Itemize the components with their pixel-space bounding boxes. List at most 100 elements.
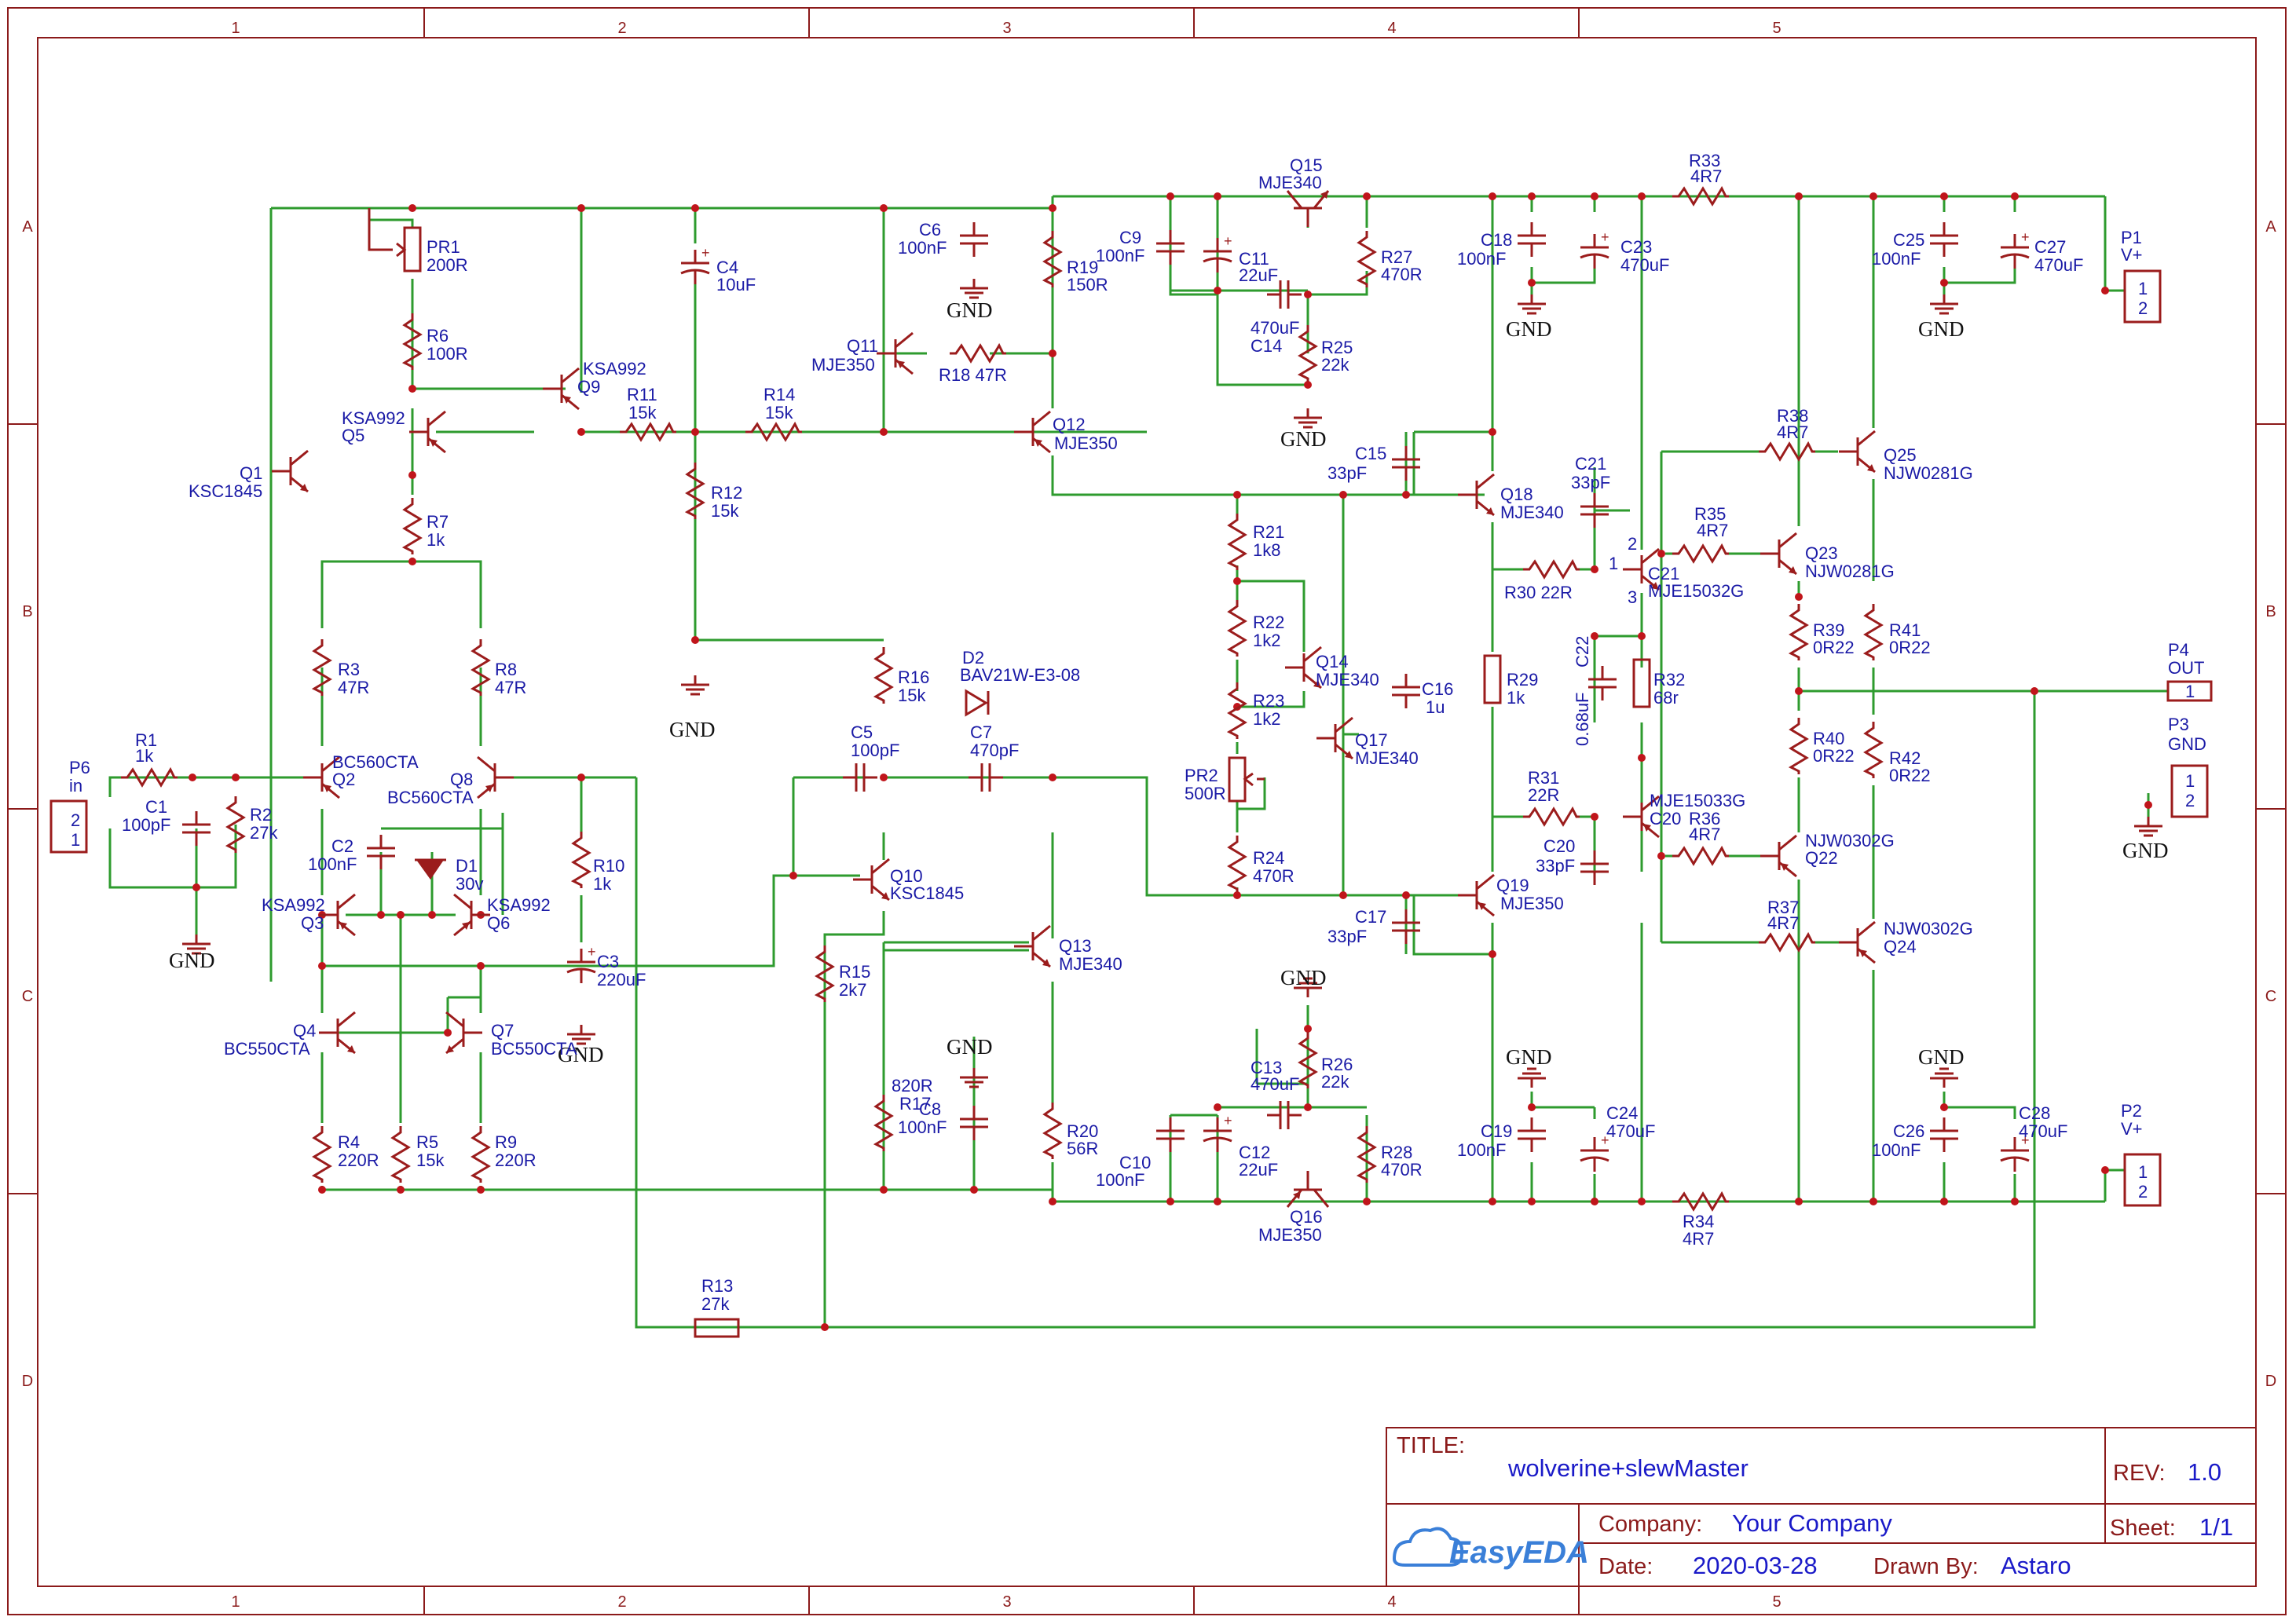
- r36-value: 4R7: [1689, 825, 1720, 844]
- col-label-5-bottom: 5: [1772, 1593, 1781, 1611]
- r29-value: 1k: [1507, 688, 1525, 708]
- r2-value: 27k: [250, 823, 278, 843]
- p2-pin2: 2: [2138, 1182, 2148, 1202]
- q8-value: BC560CTA: [387, 788, 474, 807]
- q1-value: KSC1845: [189, 481, 262, 501]
- col-label-1: 1: [231, 20, 240, 37]
- date-key: Date:: [1598, 1554, 1653, 1579]
- r41-value: 0R22: [1889, 638, 1931, 657]
- row-label-C: C: [22, 988, 33, 1005]
- r39-ref: R39: [1813, 620, 1844, 640]
- gnd-label: GND: [1506, 1045, 1552, 1069]
- c6-value: 100nF: [898, 238, 947, 258]
- gnd-label: GND: [1918, 1045, 1965, 1069]
- c26-ref: C26: [1893, 1121, 1924, 1141]
- c25-ref: C25: [1893, 230, 1924, 250]
- c12-value: 22uF: [1239, 1160, 1278, 1180]
- connector-labels: P6 in 2 1 P1 V+ 1 2 P2 V+ 1 2 P3 GND 1 2…: [69, 228, 2206, 1202]
- c16-value: 1u: [1426, 697, 1445, 717]
- q16-value: MJE350: [1258, 1225, 1322, 1245]
- c12-ref: C12: [1239, 1143, 1270, 1162]
- q4-ref: Q4: [293, 1021, 316, 1041]
- q2-value: BC560CTA: [332, 752, 419, 772]
- component-symbols: [49, 187, 2213, 1338]
- q23-value: NJW0281G: [1805, 561, 1895, 581]
- brand-text: EasyEDA: [1449, 1535, 1589, 1570]
- connector-p6-body: [49, 799, 88, 854]
- gnd-label: GND: [947, 298, 993, 322]
- c10-value: 100nF: [1096, 1170, 1144, 1190]
- r15-ref: R15: [839, 962, 870, 982]
- c8-value: 100nF: [898, 1117, 947, 1137]
- q11-ref: Q11: [847, 336, 878, 356]
- r8-value: 47R: [495, 678, 526, 697]
- q4-value: BC550CTA: [224, 1039, 310, 1059]
- q25-value: NJW0281G: [1884, 463, 1973, 483]
- c1-ref: C1: [145, 797, 167, 817]
- date-value: 2020-03-28: [1693, 1552, 1818, 1579]
- rev-key: REV:: [2113, 1461, 2166, 1486]
- r3-ref: R3: [338, 660, 360, 679]
- q9-value: KSA992: [583, 359, 646, 379]
- r17-ref: R17: [899, 1094, 931, 1114]
- r34-ref: R34: [1683, 1212, 1714, 1231]
- q13-value: MJE340: [1059, 954, 1122, 974]
- c25-value: 100nF: [1872, 249, 1921, 269]
- c4-ref: C4: [716, 258, 738, 277]
- r38-ref: R38: [1777, 406, 1808, 426]
- wires: [108, 195, 2168, 1329]
- c23-ref: C23: [1620, 237, 1652, 257]
- c15-ref: C15: [1355, 444, 1386, 463]
- r17-value: 820R: [892, 1076, 933, 1095]
- col-label-3-bottom: 3: [1002, 1593, 1011, 1611]
- connector-p3-body: [2170, 764, 2209, 818]
- r27-ref: R27: [1381, 247, 1412, 267]
- q22-ref: Q22: [1805, 848, 1838, 868]
- c5-value: 100pF: [851, 741, 899, 760]
- c5-ref: C5: [851, 722, 873, 742]
- r38-value: 4R7: [1777, 422, 1808, 442]
- pr2-ref: PR2: [1185, 766, 1218, 785]
- gnd-labels: GND GND GND GND GND GND GND GND GND GND …: [169, 298, 2169, 1069]
- p1-pin1: 1: [2138, 279, 2148, 298]
- q16-ref: Q16: [1290, 1207, 1323, 1227]
- c24-ref: C24: [1606, 1103, 1638, 1123]
- col-label-3: 3: [1002, 20, 1011, 37]
- q22-value: NJW0302G: [1805, 831, 1895, 850]
- r12-value: 15k: [711, 501, 739, 521]
- r24-value: 470R: [1253, 866, 1294, 886]
- r19-ref: R19: [1067, 258, 1098, 277]
- q21-ref: C21: [1648, 564, 1679, 583]
- r9-ref: R9: [495, 1132, 517, 1152]
- q10-value: KSC1845: [890, 883, 964, 903]
- q14-value: MJE340: [1316, 670, 1379, 689]
- r14-value: 15k: [765, 403, 793, 422]
- r21-value: 1k8: [1253, 540, 1280, 560]
- gnd-label: GND: [558, 1043, 604, 1066]
- r40-ref: R40: [1813, 729, 1844, 748]
- r5-value: 15k: [416, 1150, 445, 1170]
- r41-ref: R41: [1889, 620, 1921, 640]
- r28-value: 470R: [1381, 1160, 1423, 1180]
- c20-value: 33pF: [1536, 856, 1575, 876]
- c2-value: 100nF: [308, 854, 357, 874]
- q5-ref: Q5: [342, 426, 364, 445]
- gnd-label: GND: [947, 1035, 993, 1059]
- d1-ref: D1: [456, 856, 478, 876]
- r18-label: R18 47R: [939, 365, 1007, 385]
- r28-ref: R28: [1381, 1143, 1412, 1162]
- q13-ref: Q13: [1059, 936, 1092, 956]
- r6-ref: R6: [427, 326, 449, 346]
- r22-ref: R22: [1253, 613, 1284, 632]
- col-label-4: 4: [1387, 20, 1396, 37]
- r39-value: 0R22: [1813, 638, 1855, 657]
- r10-value: 1k: [593, 874, 612, 894]
- r33-ref: R33: [1689, 151, 1720, 170]
- c6-ref: C6: [919, 220, 941, 240]
- r4-ref: R4: [338, 1132, 360, 1152]
- r22-value: 1k2: [1253, 631, 1280, 650]
- q7-value: BC550CTA: [491, 1039, 577, 1059]
- q17-value: MJE340: [1355, 748, 1419, 768]
- d2-ref: D2: [962, 648, 984, 668]
- d1-value: 30v: [456, 874, 483, 894]
